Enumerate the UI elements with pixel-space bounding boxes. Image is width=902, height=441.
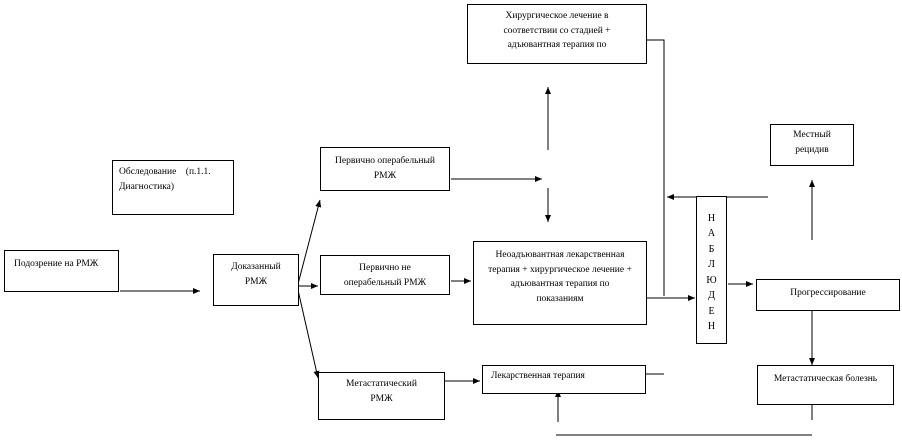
surgery-line-1: Хирургическое лечение в	[505, 11, 609, 21]
box-primarily-inoperable: Первично не операбельный РМЖ	[320, 255, 450, 295]
observation-letter-6: Д	[708, 290, 715, 302]
metastatic-line-2: РМЖ	[370, 393, 393, 404]
arrow-proven-to-metastatic	[297, 289, 320, 379]
operable-line-2: РМЖ	[373, 170, 397, 181]
observation-letter-5: Ю	[706, 274, 717, 286]
box-primarily-operable: Первично операбельный РМЖ	[320, 147, 450, 191]
observation-letter-7: Е	[708, 305, 715, 317]
observation-letter-2: А	[707, 228, 716, 240]
inoperable-line-2: операбельный РМЖ	[343, 277, 427, 288]
box-metastatic-disease: Метастатическая болезнь	[757, 365, 894, 405]
box-metastatic-bc: Метастатический РМЖ	[318, 372, 445, 420]
box-drug-therapy: Лекарственная терапия	[482, 365, 646, 394]
box-progression: Прогрессирование	[756, 279, 900, 311]
progression-line-1: Прогрессирование	[790, 288, 866, 298]
proven-line-2: РМЖ	[244, 276, 268, 287]
box-suspicion: Подозрение на РМЖ	[4, 250, 119, 292]
surgery-line-2: соответствии со стадией +	[503, 25, 611, 36]
exam-line-2: Диагностика)	[119, 181, 175, 192]
neoadjuvant-line-2: терапия + хирургическое лечение +	[488, 264, 632, 275]
box-observation: Н А Б Л Ю Д Е Н	[696, 196, 727, 344]
observation-letter-1: Н	[707, 212, 716, 224]
neoadjuvant-line-4: показаниям	[536, 294, 584, 305]
inoperable-line-1: Первично не	[359, 263, 411, 273]
exam-line-1: Обследование (п.1.1.	[119, 167, 211, 177]
proven-line-1: Доказанный	[231, 262, 281, 272]
observation-letter-4: Л	[708, 259, 715, 271]
suspicion-line-1: Подозрение на РМЖ	[14, 259, 99, 269]
line-surgery-to-observation	[646, 39, 665, 296]
box-neoadjuvant-therapy: Неоадъювантная лекарственная терапия + х…	[473, 241, 647, 325]
box-local-relapse: Местный рецидив	[770, 124, 854, 166]
metastatic-line-1: Метастатический	[346, 379, 417, 389]
surgery-line-3: адъювантная терапия по	[507, 40, 607, 51]
relapse-line-2: рецидив	[795, 144, 829, 155]
operable-line-1: Первично операбельный	[335, 156, 435, 166]
neoadjuvant-line-1: Неоадъювантная лекарственная	[495, 250, 625, 260]
relapse-line-1: Местный	[793, 130, 831, 140]
box-surgical-treatment: Хирургическое лечение в соответствии со …	[467, 4, 647, 64]
box-examination: Обследование (п.1.1. Диагностика)	[112, 160, 234, 215]
observation-letter-3: Б	[708, 243, 715, 255]
arrow-proven-to-operable	[297, 199, 322, 285]
box-proven-bc: Доказанный РМЖ	[213, 254, 299, 306]
metastatic-disease-line-1: Метастатическая болезнь	[773, 374, 878, 384]
neoadjuvant-line-3: адъювантная терапия по	[510, 279, 610, 290]
observation-letter-8: Н	[707, 321, 716, 333]
drug-line-1: Лекарственная терапия	[491, 371, 585, 381]
